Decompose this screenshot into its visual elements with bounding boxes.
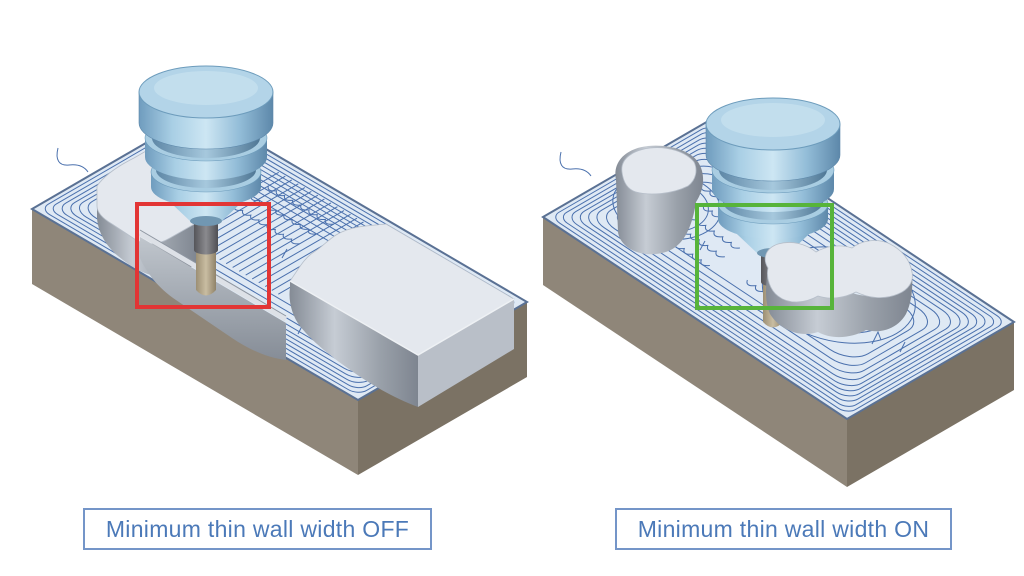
caption-off-text: Minimum thin wall width OFF <box>105 515 410 542</box>
block-front-left-face <box>543 217 847 487</box>
toolpath-lead-in <box>560 152 591 176</box>
thin-wall-face <box>140 237 286 360</box>
right-boss-wall-right <box>418 299 514 407</box>
left-island-top <box>621 147 697 195</box>
scene-off <box>32 66 527 475</box>
cutter-shank <box>194 218 218 255</box>
cam-render <box>0 0 1024 490</box>
scene-on <box>543 98 1024 487</box>
machined-features-on <box>615 145 913 338</box>
block-front-left-face <box>32 209 358 475</box>
caption-off: Minimum thin wall width OFF <box>83 508 432 550</box>
caption-on: Minimum thin wall width ON <box>615 508 952 550</box>
right-boss-wall-left <box>289 281 418 407</box>
thin-wall-highlight-on <box>695 203 834 310</box>
right-island-top <box>764 240 913 303</box>
cutter-tip <box>196 246 216 296</box>
right-boss-top <box>289 223 515 356</box>
thin-wall-highlight-off <box>135 202 271 309</box>
block-front-right-face <box>847 322 1014 487</box>
toolpath-lead-in <box>57 148 88 172</box>
milling-tool <box>138 65 274 296</box>
caption-on-text: Minimum thin wall width ON <box>637 515 930 542</box>
right-island-wall <box>766 268 913 338</box>
